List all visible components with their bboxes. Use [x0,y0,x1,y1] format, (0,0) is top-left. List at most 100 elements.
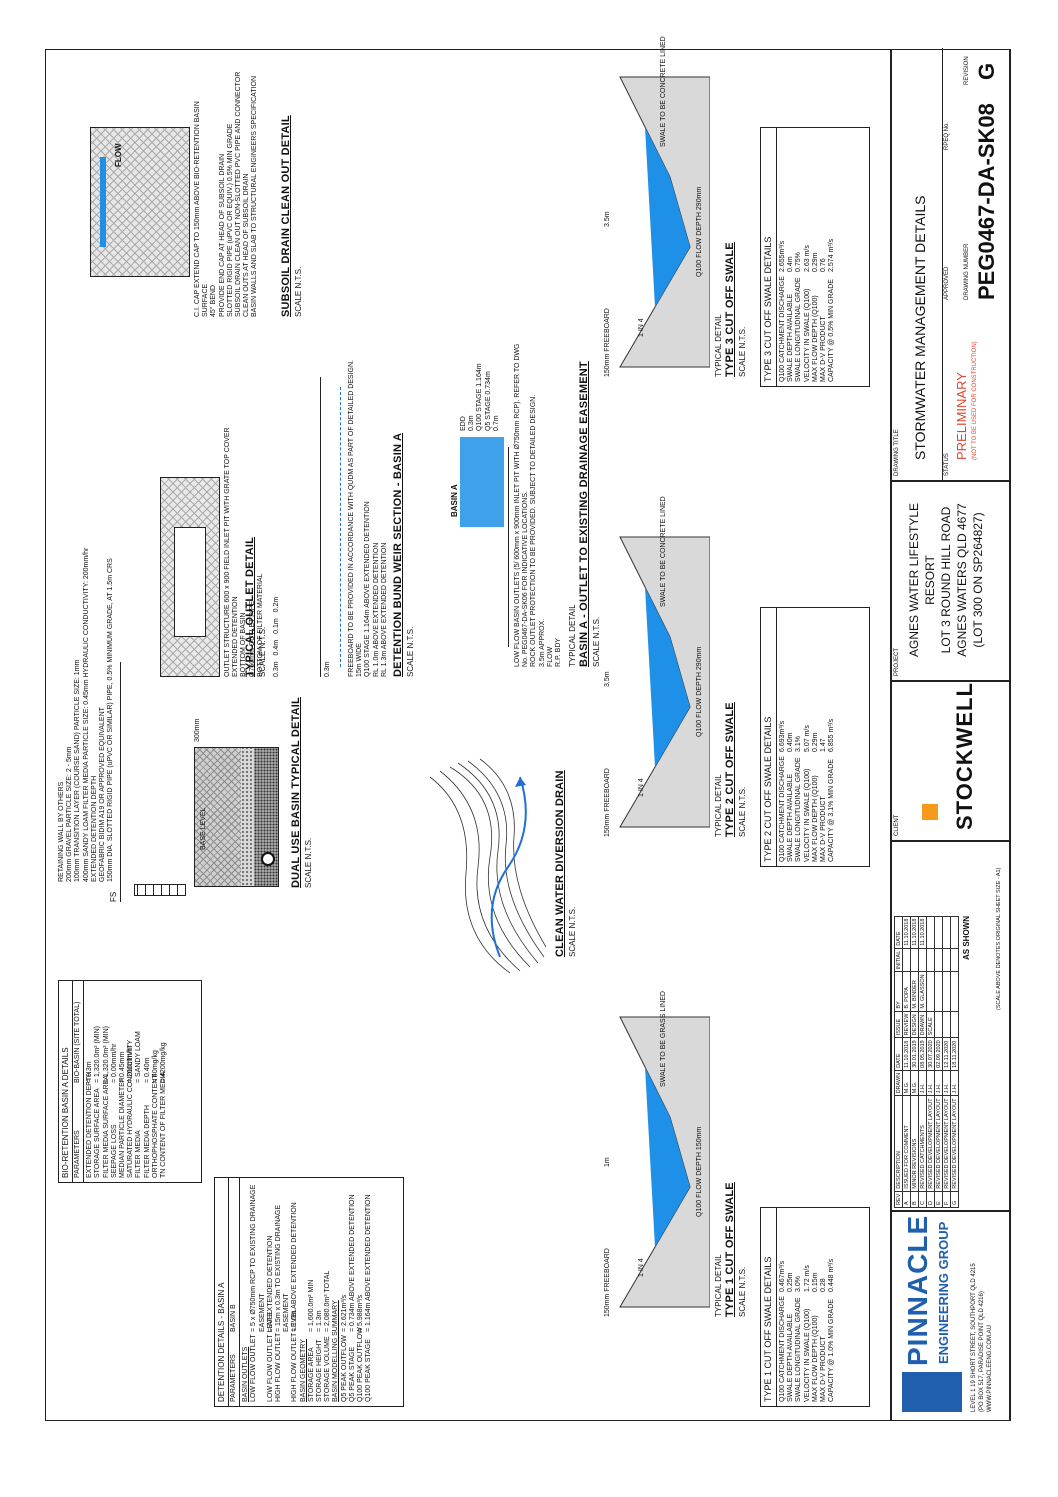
swale-value: 1.72 m/s [803,1265,811,1292]
swale-value: 2.655m³/s [779,240,786,272]
swale-value: 6.693m³/s [779,720,786,752]
det-value: = 5 x Ø750mm RCP TO EXISTING DRAINAGE EA… [250,1184,266,1332]
note-text: R.P. BDY [555,637,563,667]
swale-param: CAPACITY @ 1.0% MIN GRADE [828,1299,836,1402]
swale-width: 3.5m [604,671,611,687]
det-row: BASIN OUTLETS [242,1182,250,1402]
swale-row: MAX FLOW DEPTH (Q100)0.29m [812,132,820,382]
subsoil-caption: SUBSOIL DRAIN CLEAN OUT DETAIL [280,115,292,317]
rev-cell [950,916,959,949]
bio-value: = 1,320.0m² (MIN) [94,1026,102,1083]
swale-param: VELOCITY IN SWALE (Q100) [803,288,811,382]
rev-cell [910,948,919,972]
bio-param: FILTER MEDIA SURFACE AREA [102,1075,110,1178]
rev-head: DATE [894,1037,903,1071]
rev-cell [902,948,911,972]
swale-flow-depth: Q100 FLOW DEPTH 290mm [696,186,703,277]
det-value: = 1.0m ABOVE EXTENDED DETENTION [291,1202,299,1332]
det-value [332,1182,340,1332]
swale-profile [619,536,711,828]
note-text: SUBSOIL DRAIN CLEAN OUT NON-SLOTTED PVC … [235,71,251,317]
bio-row: SEEPAGE LOSS= 0.00mm/hr [111,985,119,1179]
swale-flow-depth: Q100 FLOW DEPTH 150mm [696,1126,703,1217]
det-param: BASIN OUTLETS [242,1346,250,1402]
rev-cell [950,948,959,972]
drawing-number: PEG0467-DA-SK08 [974,103,999,300]
det-value [242,1182,250,1332]
weir-detail: FREEBOARD TO BE PROVIDED IN ACCORDANCE W… [300,357,420,677]
rev-cell [942,948,951,972]
note-text: BASIN WALLS AND SLAB TO STRUCTURAL ENGIN… [251,75,259,317]
note-text: ROCK OUTLET PROTECTION TO BE PROVIDED. S… [530,394,538,667]
swale-row: VELOCITY IN SWALE (Q100) 2.63 m/s [804,132,812,382]
rev-cell [926,916,935,949]
company-name: PINNACLE [902,1214,933,1366]
q100-stage-line [340,387,341,667]
rev-cell: M.G. [902,1070,911,1096]
swale-value: 2.63 m/s [803,245,811,272]
subsoil-pipe-icon [261,852,275,866]
rev-cell: F [942,1191,951,1208]
swale-freeboard: 150mm FREEBOARD [604,768,611,837]
det-table-title: DETENTION DETAILS - BASIN A [215,1178,229,1406]
rev-head: DRAWN [894,1070,903,1096]
swale-width: 3.5m [604,211,611,227]
swale-caption: TYPE 2 CUT OFF SWALE [724,702,736,837]
scale-value: AS SHOWN [962,916,971,960]
rev-cell: J.H. [926,1070,935,1096]
rev-cell: DESIGN [910,1011,919,1038]
det-param: Q100 PEAK STAGE [365,1339,373,1402]
bio-row: SATURATED HYDRAULIC CONDUCTIVITY= 200mm/… [127,985,135,1178]
stockwell-logo-icon [922,804,938,820]
rev-cell: C [918,1191,927,1208]
det-value [300,1182,308,1332]
client-label: CLIENT [894,814,900,836]
det-value: = 5.988m³/s [357,1294,365,1332]
revision-value: G [974,62,999,80]
finished-surface-line [120,662,121,902]
note-text: (PO BOX 517, PARADISE POINT QLD 4216) [979,1291,986,1412]
outlet-scale: SCALE N.T.S. [258,626,267,677]
rev-cell: REVIEW [902,1011,911,1038]
swale-param: SWALE DEPTH AVAILABLE [787,773,795,862]
swale-row: MAX FLOW DEPTH (Q100)0.29m [812,612,820,862]
swale-value: 0.76 [820,258,828,272]
swale-param: MAX D-V PRODUCT [820,796,828,862]
note-text: Q100 STAGE 1.164m [476,363,484,431]
note-text: Q5 STAGE 0.734m [484,371,492,431]
rev-head: BY [894,971,903,1012]
swale-detail-label: TYPICAL DETAIL [714,314,723,377]
det-param: BASIN GEOMETRY [299,1339,307,1402]
weir-notes: FREEBOARD TO BE PROVIDED IN ACCORDANCE W… [348,357,389,677]
note-text: LOW FLOW BASIN OUTLETS (5/ 600mm x 900mm… [514,343,530,667]
rev-cell [950,1011,959,1038]
det-row: STORAGE AREA= 1,600.0m² MIN [308,1182,316,1402]
rev-cell: 02.09.2020 [934,1037,943,1071]
outlet-structure [160,477,220,677]
title-block: PINNACLE ENGINEERING GROUP LEVEL 1 19 SH… [890,48,1011,1421]
swale-value: 0.28 [820,1278,828,1292]
pinnacle-logo-icon [902,1372,962,1412]
rev-head: ISSUE [894,1011,903,1038]
outlet-dim: 0.1m [273,618,281,634]
weir-crest-line [320,377,321,677]
rev-cell [926,971,935,1012]
bio-value: = 0.40m [143,1057,151,1084]
rev-cell: 30.01.2019 [910,1037,919,1071]
note-text: EXTENDED DETENTION [232,596,240,677]
dual-use-basin-detail: FS BASE LEVEL 300mm RETAINING WALL BY OT… [54,548,354,922]
subsoil-notes: C.I. CAP EXTEND CAP TO 150mm ABOVE BIO-R… [194,67,260,317]
swale-water [645,127,690,307]
swale-row: VELOCITY IN SWALE (Q100)5.07 m/s [804,612,812,862]
rev-cell [934,971,943,1012]
swale-value: 5.07 m/s [803,725,811,752]
swale-slope: 1 IN 4 [638,1258,645,1277]
